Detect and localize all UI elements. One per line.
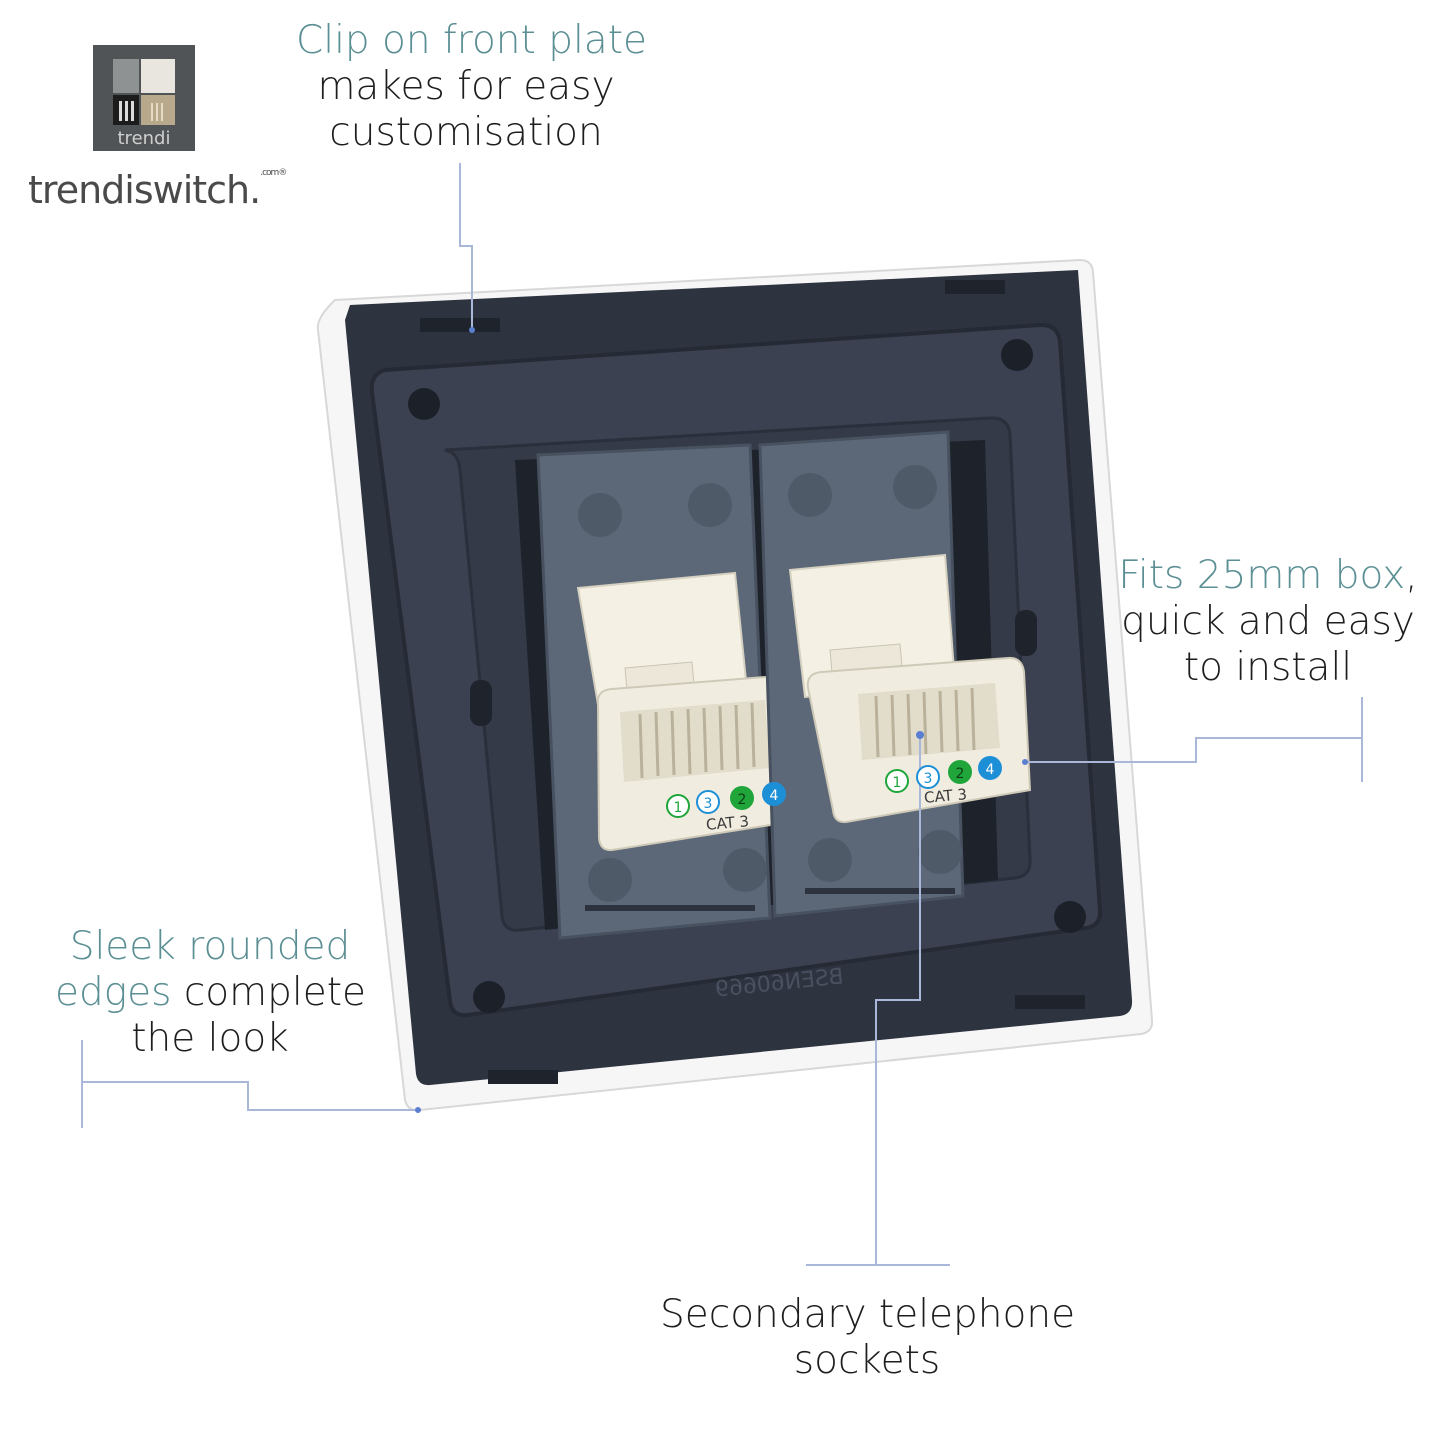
pin-2-label: 2 bbox=[738, 792, 747, 808]
pin-1-label: 1 bbox=[893, 775, 902, 791]
pin-4-label: 4 bbox=[986, 762, 995, 778]
callout-clip-on-plate: Clip on front plate makes for easy custo… bbox=[296, 18, 647, 155]
socket-module-left bbox=[536, 443, 804, 940]
pin-3-label: 3 bbox=[704, 796, 713, 812]
brand-wordmark: trendiswitch..com® bbox=[28, 168, 287, 212]
leader-lines bbox=[81, 163, 1363, 1266]
socket-right-badges: 1 3 2 4 CAT 3 bbox=[885, 756, 1002, 807]
callout-secondary-telephone-sockets: Secondary telephone sockets bbox=[660, 1292, 1076, 1383]
cat3-label: CAT 3 bbox=[705, 812, 749, 834]
trendi-logo-icon: trendi bbox=[93, 45, 195, 151]
pin-4-label: 4 bbox=[770, 788, 779, 804]
callout-fits-25mm-box: Fits 25mm box, quick and easy to install bbox=[1118, 553, 1418, 690]
socket-left-badges: 1 3 2 4 CAT 3 bbox=[666, 782, 786, 834]
cat3-label: CAT 3 bbox=[923, 785, 967, 807]
pin-2-label: 2 bbox=[956, 766, 965, 782]
callout-sleek-rounded-edges: Sleek rounded edges complete the look bbox=[55, 924, 367, 1061]
socket-module-right bbox=[758, 430, 1032, 918]
logo-caption: trendi bbox=[118, 128, 171, 149]
pin-3-label: 3 bbox=[924, 771, 933, 787]
pin-1-label: 1 bbox=[674, 800, 683, 816]
